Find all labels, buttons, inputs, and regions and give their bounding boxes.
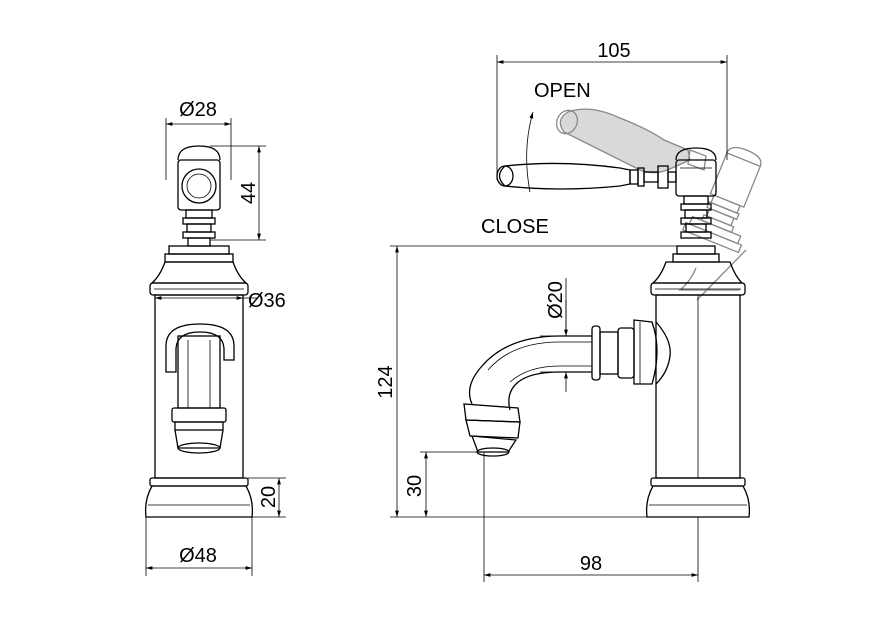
dim-spout-diameter: Ø20 — [545, 281, 567, 319]
dim-base-diameter: Ø48 — [179, 545, 217, 567]
dim-reach: 98 — [580, 553, 602, 575]
dim-handle-diameter: Ø28 — [179, 99, 217, 121]
dim-base-height: 20 — [258, 486, 280, 508]
side-body — [154, 294, 244, 479]
side-handle — [177, 145, 221, 247]
front-view — [463, 108, 762, 518]
dim-body-diameter: Ø36 — [248, 290, 286, 312]
rotation-arc — [526, 111, 534, 193]
side-view — [144, 145, 254, 518]
front-base — [645, 477, 751, 518]
front-body — [650, 261, 746, 479]
label-close: CLOSE — [481, 216, 549, 238]
front-handle-head — [672, 147, 720, 263]
dim-handle-height: 44 — [238, 182, 260, 204]
front-spout — [463, 319, 671, 457]
lever-open-position — [555, 108, 762, 301]
side-dimensions: Ø28 44 Ø36 20 Ø48 — [145, 99, 286, 576]
dim-outlet-height: 30 — [404, 475, 426, 497]
side-base — [144, 477, 254, 518]
dim-top-width: 105 — [597, 40, 630, 62]
front-dimensions: 105 OPEN CLOSE 124 Ø20 30 98 — [375, 40, 728, 582]
label-open: OPEN — [534, 80, 591, 102]
dim-total-height: 124 — [375, 365, 397, 398]
side-collar — [149, 245, 249, 296]
